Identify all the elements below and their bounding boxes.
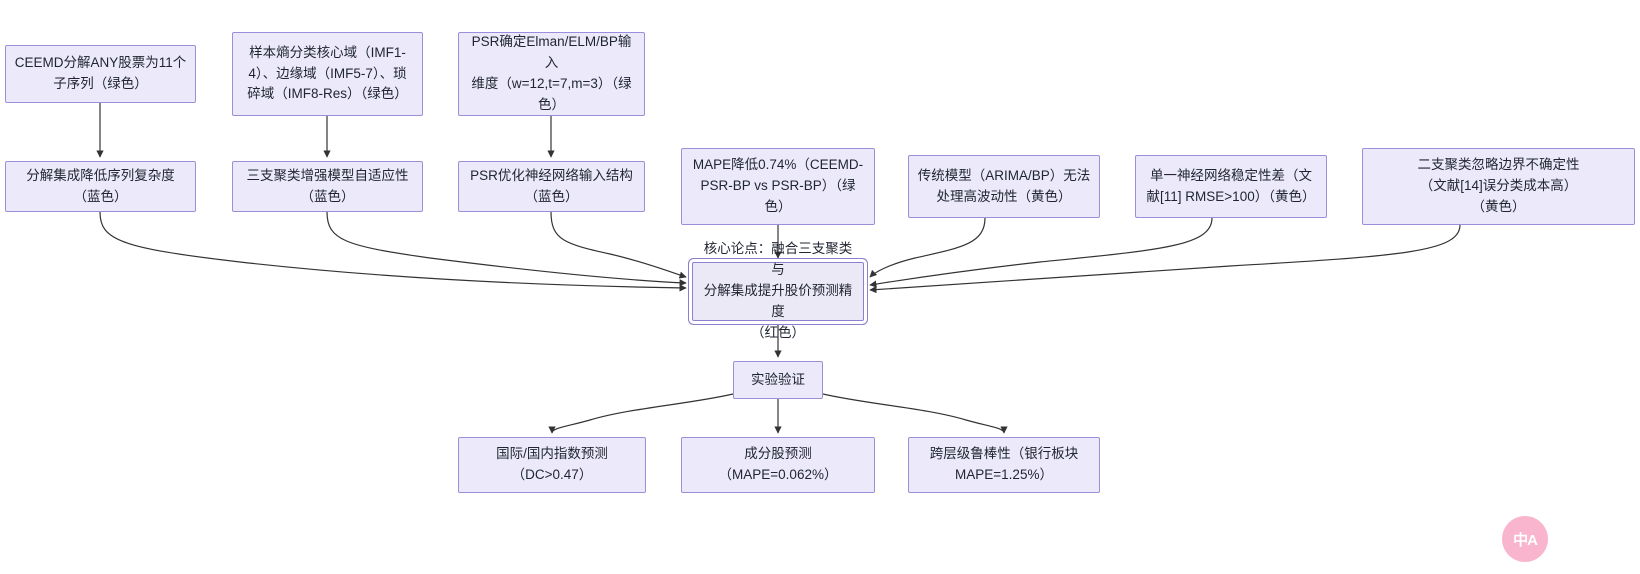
node-psr-dimension[interactable]: PSR确定Elman/ELM/BP输入 维度（w=12,t=7,m=3）（绿 色…	[458, 32, 645, 116]
node-experiment[interactable]: 实验验证	[733, 361, 823, 399]
node-cross-level-robust[interactable]: 跨层级鲁棒性（银行板块 MAPE=1.25%）	[908, 437, 1100, 493]
edge-twoway-to-core	[869, 224, 1461, 294]
node-label: 样本熵分类核心域（IMF1- 4）、边缘域（IMF5-7）、琐 碎域（IMF8-…	[247, 44, 408, 102]
node-label: 成分股预测 （MAPE=0.062%）	[718, 446, 838, 482]
node-sample-entropy[interactable]: 样本熵分类核心域（IMF1- 4）、边缘域（IMF5-7）、琐 碎域（IMF8-…	[232, 32, 423, 116]
node-label: 跨层级鲁棒性（银行板块 MAPE=1.25%）	[929, 446, 1079, 482]
node-label: 核心论点：融合三支聚类与 分解集成提升股价预测精度 （红色）	[703, 241, 853, 340]
node-core-thesis[interactable]: 核心论点：融合三支聚类与 分解集成提升股价预测精度 （红色）	[692, 241, 864, 340]
node-label: 传统模型（ARIMA/BP）无法 处理高波动性（黄色）	[917, 167, 1091, 204]
node-three-way-adapt[interactable]: 三支聚类增强模型自适应性 （蓝色）	[232, 161, 423, 212]
node-label: MAPE降低0.74%（CEEMD- PSR-BP vs PSR-BP）（绿 色…	[692, 157, 864, 214]
node-component-forecast[interactable]: 成分股预测 （MAPE=0.062%）	[681, 437, 875, 493]
edge-experiment-to-robust	[822, 393, 1008, 434]
edge-threeway-to-core	[326, 211, 687, 287]
node-index-forecast[interactable]: 国际/国内指数预测 （DC>0.47）	[458, 437, 646, 493]
edge-traditional-to-core	[869, 217, 986, 278]
node-label: 国际/国内指数预测 （DC>0.47）	[496, 446, 608, 482]
node-label: 实验验证	[751, 371, 805, 387]
node-label: 三支聚类增强模型自适应性 （蓝色）	[246, 167, 409, 204]
node-label: 分解集成降低序列复杂度 （蓝色）	[26, 167, 175, 204]
node-label: 单一神经网络稳定性差（文 献[11] RMSE>100）（黄色）	[1146, 167, 1316, 204]
watermark-label: 中A	[1513, 531, 1538, 549]
node-single-nn-unstable[interactable]: 单一神经网络稳定性差（文 献[11] RMSE>100）（黄色）	[1135, 155, 1327, 218]
node-ceemd-decompose[interactable]: CEEMD分解ANY股票为11个 子序列（绿色）	[5, 45, 196, 103]
node-two-way-cluster[interactable]: 二支聚类忽略边界不确定性 （文献[14]误分类成本高） （黄色）	[1362, 148, 1635, 225]
node-label: PSR确定Elman/ELM/BP输入 维度（w=12,t=7,m=3）（绿 色…	[471, 34, 632, 112]
edge-psropt-to-core	[550, 211, 687, 279]
node-psr-optimize[interactable]: PSR优化神经网络输入结构 （蓝色）	[458, 161, 645, 212]
edge-experiment-to-index	[548, 393, 734, 434]
node-label: 二支聚类忽略边界不确定性 （文献[14]误分类成本高） （黄色）	[1417, 157, 1580, 214]
node-traditional-model[interactable]: 传统模型（ARIMA/BP）无法 处理高波动性（黄色）	[908, 155, 1100, 218]
node-decomp-reduce[interactable]: 分解集成降低序列复杂度 （蓝色）	[5, 161, 196, 212]
node-mape-reduce[interactable]: MAPE降低0.74%（CEEMD- PSR-BP vs PSR-BP）（绿 色…	[681, 148, 875, 225]
edge-decomp-to-core	[99, 211, 687, 292]
node-label: PSR优化神经网络输入结构 （蓝色）	[470, 167, 633, 204]
watermark-badge: 中A	[1502, 516, 1548, 562]
edge-singlenn-to-core	[869, 217, 1213, 288]
node-label: CEEMD分解ANY股票为11个 子序列（绿色）	[14, 55, 187, 91]
